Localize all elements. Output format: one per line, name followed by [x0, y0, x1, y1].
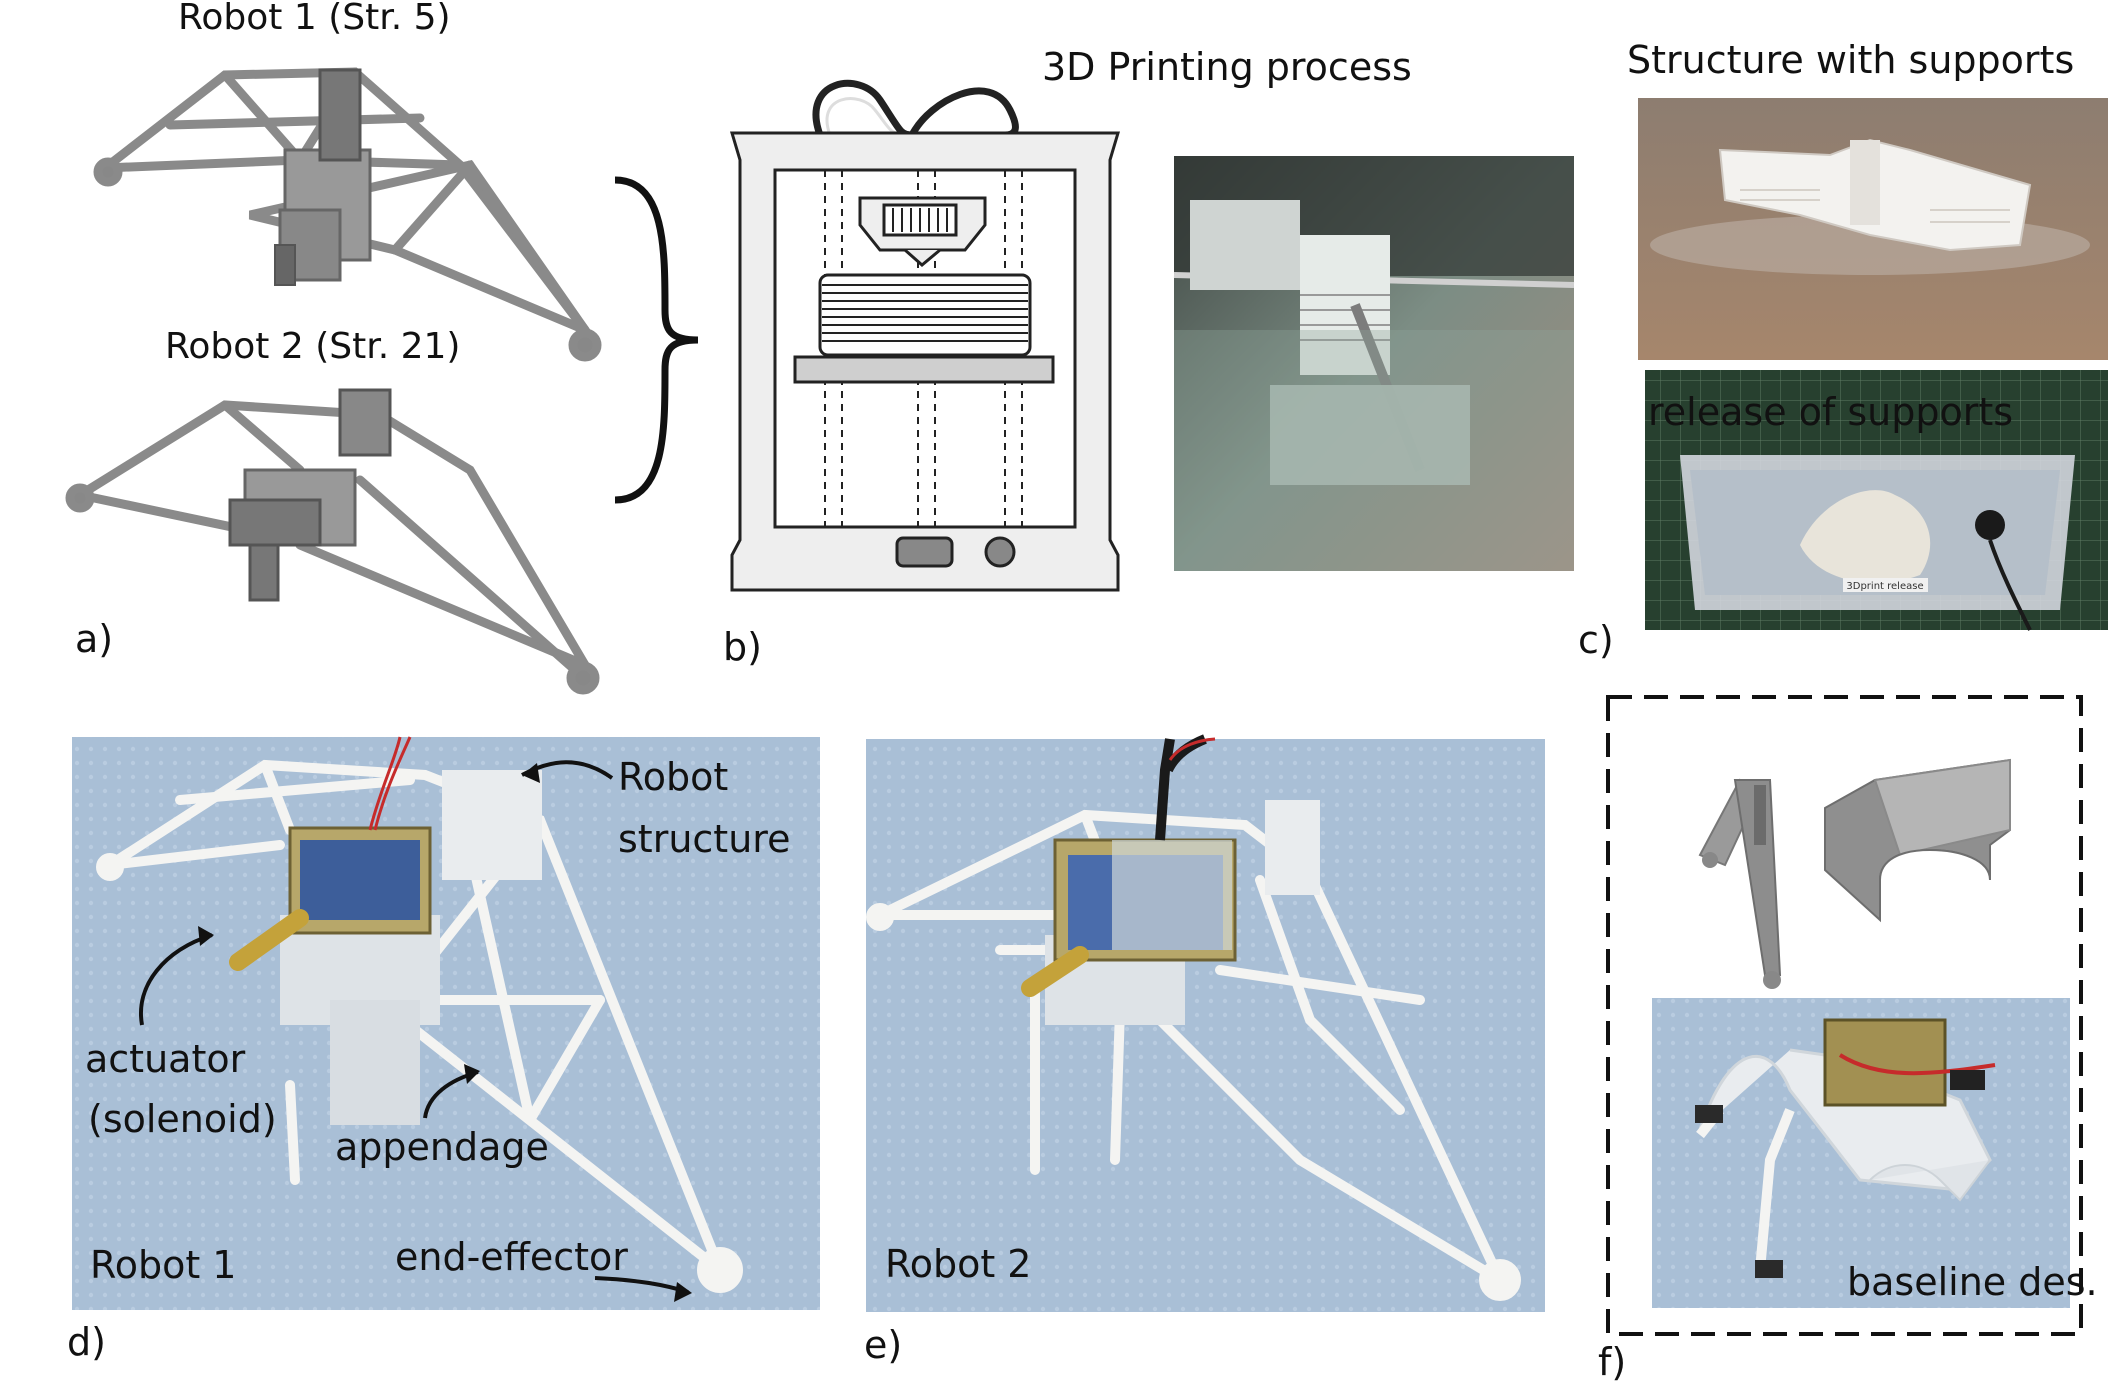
annot-appendage: appendage	[335, 1125, 549, 1169]
annot-structure-2: structure	[618, 817, 790, 861]
robot1-photo-mount	[442, 770, 542, 880]
robot1-photo-label: Robot 1	[90, 1243, 236, 1287]
release-box-tag: 3Dprint release	[1846, 581, 1923, 592]
panel-e: Robot 2 e)	[864, 734, 1545, 1367]
robot1-title: Robot 1 (Str. 5)	[178, 0, 451, 38]
annot-actuator-1: actuator	[85, 1037, 246, 1081]
grouping-brace	[614, 176, 699, 504]
robot2-photo-label: Robot 2	[885, 1242, 1031, 1286]
baseline-caption: baseline des.	[1847, 1260, 2098, 1304]
robot1-solenoid	[229, 826, 432, 971]
panel-f: baseline des. f)	[1598, 695, 2098, 1384]
release-photo: 3Dprint release release of supports	[1645, 370, 2108, 631]
panel-a-label: a)	[75, 617, 113, 661]
panel-c: Structure with supports c) 3Dprint relea…	[1578, 38, 2108, 662]
printer-illustration	[729, 79, 1121, 592]
panel-c-title: Structure with supports	[1627, 38, 2074, 82]
panel-a: Robot 1 (Str. 5) Robot 2 (Str. 21) a)	[65, 0, 699, 695]
baseline-body-render	[1824, 758, 2011, 923]
panel-f-dashed-box	[1606, 695, 2083, 1336]
annot-structure-1: Robot	[618, 755, 728, 799]
robot2-photo-structure	[866, 809, 1521, 1301]
panel-b-title: 3D Printing process	[1042, 45, 1412, 89]
robot2-render	[65, 388, 600, 695]
baseline-photo: baseline des.	[1652, 998, 2098, 1308]
supports-photo	[1638, 98, 2108, 360]
release-caption: release of supports	[1648, 390, 2013, 434]
robot1-render	[93, 67, 602, 362]
panel-b: 3D Printing process b)	[723, 45, 1575, 669]
robot1-photo-structure	[96, 759, 743, 1293]
robot1-wires	[368, 736, 412, 831]
annot-actuator-2: (solenoid)	[88, 1097, 277, 1141]
robot2-photo-mount	[1265, 800, 1320, 895]
robot2-photo-background	[866, 739, 1545, 1312]
panel-e-label: e)	[864, 1323, 902, 1367]
printing-photo	[1173, 156, 1575, 571]
baseline-leg-render	[1698, 778, 1782, 989]
robot2-solenoid	[1021, 838, 1237, 997]
panel-c-label: c)	[1578, 618, 1614, 662]
annot-actuator-arrow	[139, 933, 213, 1026]
annot-end-effector: end-effector	[395, 1235, 628, 1279]
panel-b-label: b)	[723, 625, 762, 669]
panel-f-label: f)	[1598, 1340, 1626, 1384]
robot2-title: Robot 2 (Str. 21)	[165, 326, 460, 367]
panel-d-label: d)	[67, 1320, 106, 1364]
panel-d: Robot structure actuator (solenoid) appe…	[67, 736, 820, 1364]
robot1-photo-leg	[330, 1000, 420, 1125]
